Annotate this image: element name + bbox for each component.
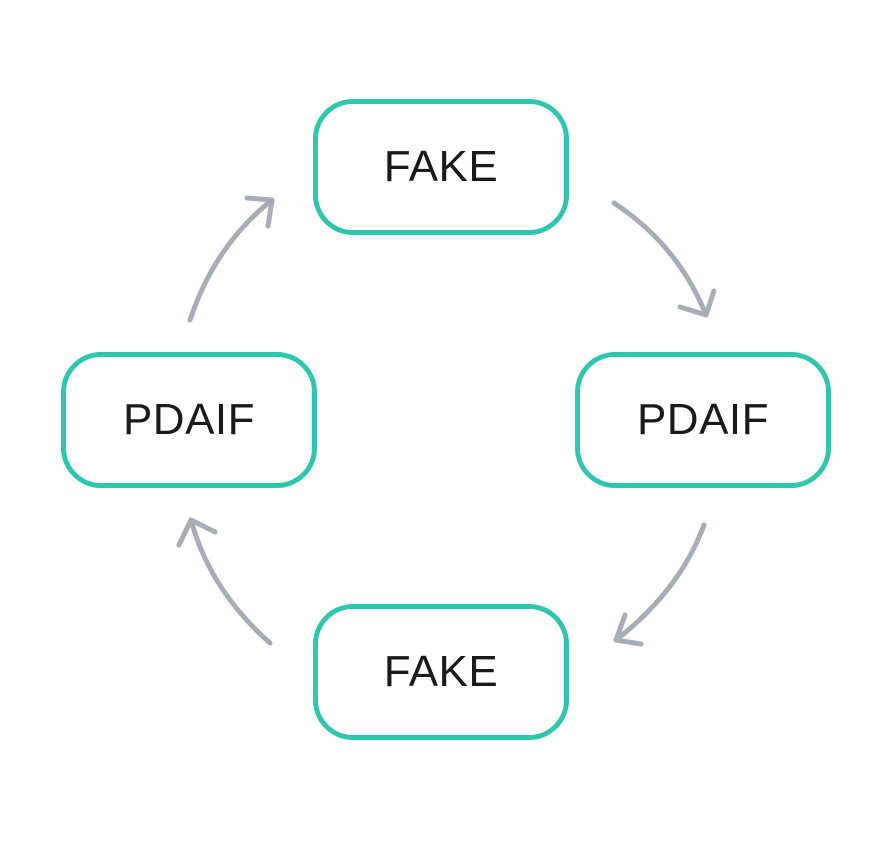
node-right-label: PDAIF — [636, 395, 770, 444]
arrow-right-to-bottom — [613, 522, 707, 647]
node-left-label: PDAIF — [122, 395, 256, 444]
node-bottom-label: FAKE — [383, 647, 499, 696]
arrow-bottom-to-left — [176, 517, 273, 646]
arrow-top-to-right — [611, 200, 717, 318]
node-left: PDAIF — [61, 352, 317, 488]
node-top-label: FAKE — [383, 142, 499, 191]
arrow-left-to-top — [187, 195, 275, 323]
node-right: PDAIF — [575, 352, 831, 488]
node-top: FAKE — [313, 99, 569, 235]
node-bottom: FAKE — [313, 604, 569, 740]
